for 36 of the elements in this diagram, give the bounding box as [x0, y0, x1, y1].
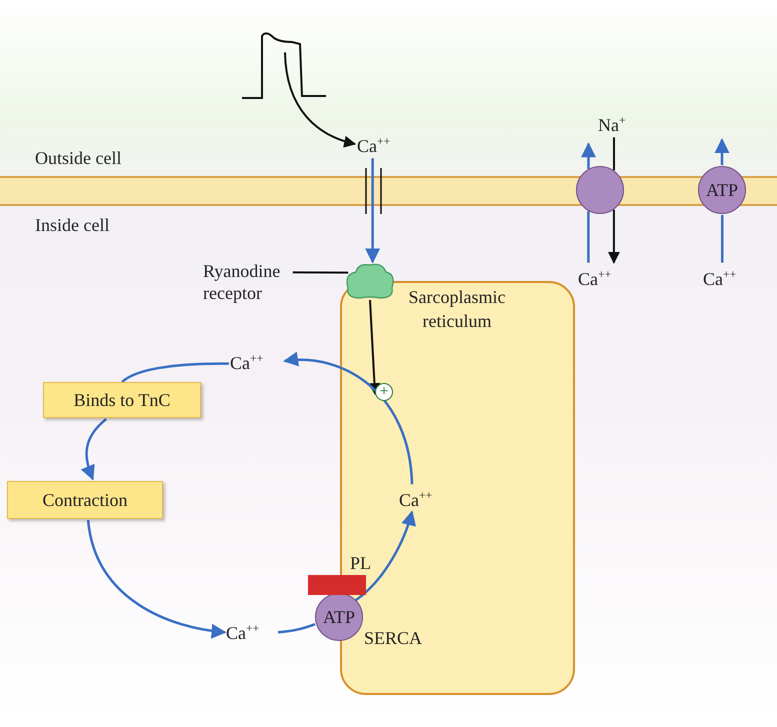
ion-label: Ca$^{++}$: [703, 264, 755, 290]
ion-label: Ca$^{++}$: [230, 348, 282, 374]
arrow: [355, 510, 416, 602]
compartment-label: Sarcoplasmic reticulum: [408, 286, 506, 333]
arrow: [608, 210, 620, 264]
regulator-label: PL: [350, 553, 372, 574]
ion-label: Na$^{+}$: [598, 110, 638, 136]
connector-line: [278, 623, 316, 634]
connector-line: [121, 362, 229, 383]
exchanger-circle: [576, 166, 624, 214]
connector-line: [613, 137, 615, 170]
arrow: [714, 138, 730, 166]
arrow: [580, 142, 596, 169]
leader-line: [292, 271, 348, 274]
arrow: [284, 52, 356, 148]
plus-sign: +: [375, 383, 393, 401]
ion-label: Ca$^{++}$: [399, 485, 451, 511]
process-box: Contraction: [7, 481, 163, 519]
arrow: [86, 520, 226, 638]
region-label: Inside cell: [35, 215, 110, 236]
ion-label: Ca$^{++}$: [226, 618, 278, 644]
process-box: Binds to TnC: [43, 382, 201, 418]
arrow: [365, 158, 380, 264]
arrow: [368, 300, 380, 395]
enzyme-label: SERCA: [364, 628, 422, 649]
structure-label: Ryanodine receptor: [203, 260, 291, 304]
connector-line: [721, 214, 724, 263]
inhibitor-bar: [308, 575, 366, 595]
ion-label: Ca$^{++}$: [578, 264, 630, 290]
ion-label: Ca$^{++}$: [357, 131, 409, 157]
pump-circle: ATP: [698, 166, 746, 214]
connector-line: [587, 211, 590, 263]
arrow: [283, 352, 414, 484]
arrow: [80, 418, 108, 480]
receptor-shape: [344, 262, 396, 300]
region-label: Outside cell: [35, 148, 122, 169]
